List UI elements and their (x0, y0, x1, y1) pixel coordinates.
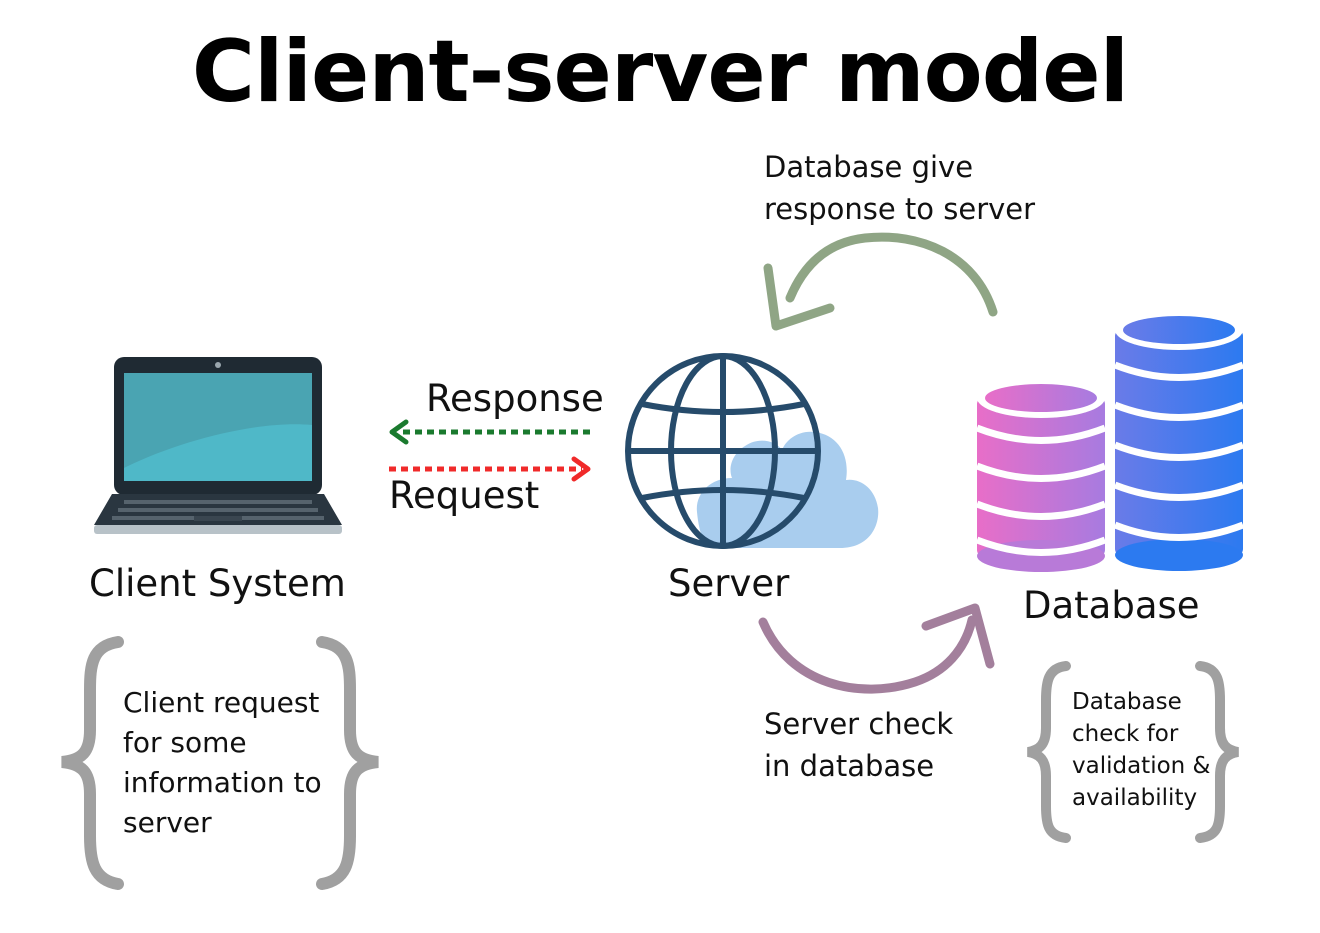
laptop-icon (94, 357, 342, 534)
client-note-braces (61, 636, 379, 890)
request-label: Request (389, 474, 540, 517)
db-response-arrow (763, 232, 998, 331)
response-arrow (389, 419, 590, 445)
client-system-label: Client System (89, 562, 346, 605)
database-note-braces (1026, 661, 1240, 843)
response-label: Response (426, 377, 604, 420)
database-note-line: Database (1072, 689, 1182, 715)
client-note-line: server (123, 806, 212, 839)
server-check-text: Server check in database (764, 703, 953, 787)
request-arrow (389, 456, 591, 482)
db-response-line: Database give (764, 150, 974, 184)
database-label: Database (1023, 584, 1200, 627)
server-check-line: in database (764, 749, 935, 783)
database-note-line: availability (1072, 785, 1198, 811)
client-note-line: Client request (123, 686, 320, 719)
db-response-line: response to server (764, 192, 1036, 226)
server-check-line: Server check (764, 707, 954, 741)
page-title: Client-server model (191, 22, 1129, 122)
server-label: Server (668, 562, 790, 605)
globe-cloud-icon (625, 353, 879, 549)
database-note: Database check for validation & availabi… (1072, 686, 1210, 814)
database-note-line: validation & (1072, 753, 1211, 779)
client-note-line: for some (123, 726, 247, 759)
database-note-line: check for (1072, 721, 1179, 747)
client-note: Client request for some information to s… (123, 683, 322, 843)
db-response-text: Database give response to server (764, 146, 1035, 230)
database-stack-icon (975, 310, 1245, 572)
client-note-line: information to (123, 766, 322, 799)
server-check-arrow (758, 603, 995, 694)
